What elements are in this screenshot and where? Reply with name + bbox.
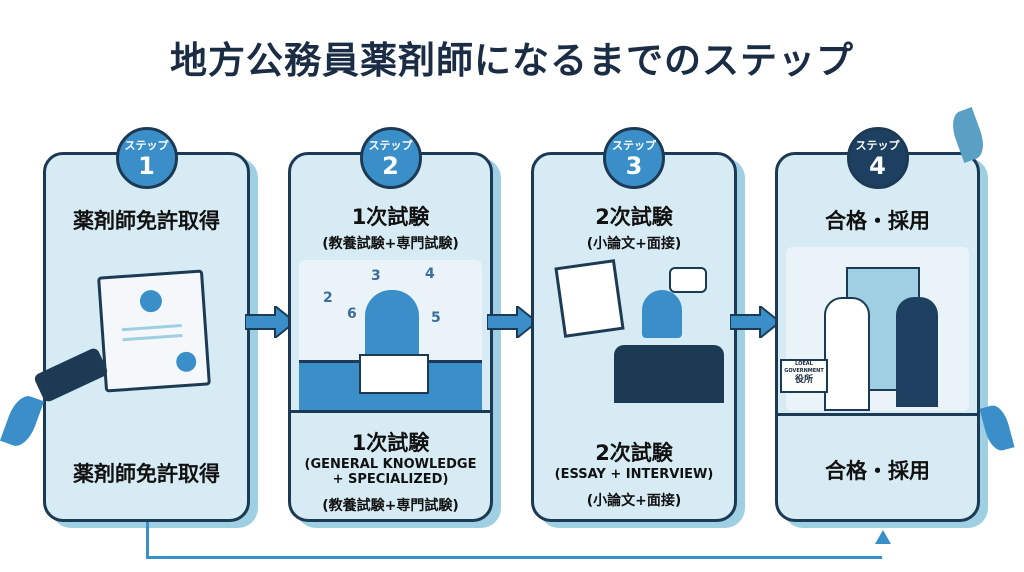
step-heading: 1次試験 bbox=[351, 205, 430, 229]
step-heading: 2次試験 bbox=[595, 205, 673, 229]
decor-number: 5 bbox=[431, 310, 441, 326]
seal-icon bbox=[175, 351, 197, 373]
badge-number: 4 bbox=[869, 152, 886, 180]
step-bottom-en: (GENERAL KNOWLEDGE + SPECIALIZED) bbox=[304, 457, 477, 487]
badge-label: ステップ bbox=[368, 139, 413, 152]
arrow-right-icon bbox=[730, 306, 780, 338]
step-bottom-heading: 薬剤師免許取得 bbox=[73, 462, 220, 486]
badge-number: 3 bbox=[625, 152, 643, 180]
step-bottom-heading: 2次試験 bbox=[595, 441, 673, 465]
step-bottom-heading: 1次試験 bbox=[351, 431, 430, 455]
sign-text: LOEAL GOVERNMENT bbox=[784, 361, 824, 374]
student-icon bbox=[365, 290, 419, 360]
sign-jp: 役所 bbox=[794, 375, 813, 385]
badge-number: 1 bbox=[138, 152, 155, 180]
license-certificate-illustration bbox=[97, 269, 211, 393]
step-bottom-jp: (小論文+面接) bbox=[586, 493, 682, 509]
step-heading: 薬剤師免許取得 bbox=[73, 209, 220, 233]
connector-line bbox=[146, 556, 882, 559]
step-heading: 合格・採用 bbox=[825, 209, 930, 233]
speech-bubble-icon bbox=[669, 267, 707, 293]
badge-label: ステップ bbox=[124, 139, 169, 152]
decor-number: 4 bbox=[425, 266, 435, 282]
exam-paper-icon bbox=[359, 354, 429, 394]
arrow-up-icon bbox=[875, 530, 891, 544]
badge-label: ステップ bbox=[612, 139, 656, 152]
step-bottom-heading: 合格・採用 bbox=[825, 459, 930, 483]
step-bottom-jp: (教養試験+専門試験) bbox=[322, 498, 459, 514]
leaf-icon bbox=[979, 402, 1015, 454]
essay-notebook-icon bbox=[554, 259, 625, 338]
connector-line bbox=[146, 522, 149, 558]
step-bottom-en: (ESSAY + INTERVIEW) bbox=[554, 467, 714, 482]
step-subheading: (教養試験+専門試験) bbox=[322, 236, 459, 252]
arrow-right-icon bbox=[487, 306, 537, 338]
decor-number: 3 bbox=[371, 268, 381, 284]
candidate-icon bbox=[642, 290, 682, 338]
badge-label: ステップ bbox=[855, 139, 900, 152]
decor-number: 6 bbox=[347, 306, 357, 322]
doctor-icon bbox=[824, 297, 870, 411]
caduceus-icon bbox=[139, 289, 163, 313]
badge-number: 2 bbox=[382, 152, 399, 180]
step-subheading: (小論文+面接) bbox=[586, 236, 682, 252]
arrow-right-icon bbox=[245, 306, 295, 338]
leaf-icon bbox=[0, 391, 45, 451]
decor-number: 2 bbox=[323, 290, 333, 306]
official-icon bbox=[896, 297, 938, 407]
interview-panel-illustration bbox=[614, 345, 724, 403]
hand-icon bbox=[32, 346, 110, 404]
exam-study-illustration: 2 3 4 5 6 bbox=[299, 260, 482, 411]
page-title: 地方公務員薬剤師になるまでのステップ bbox=[170, 39, 854, 82]
